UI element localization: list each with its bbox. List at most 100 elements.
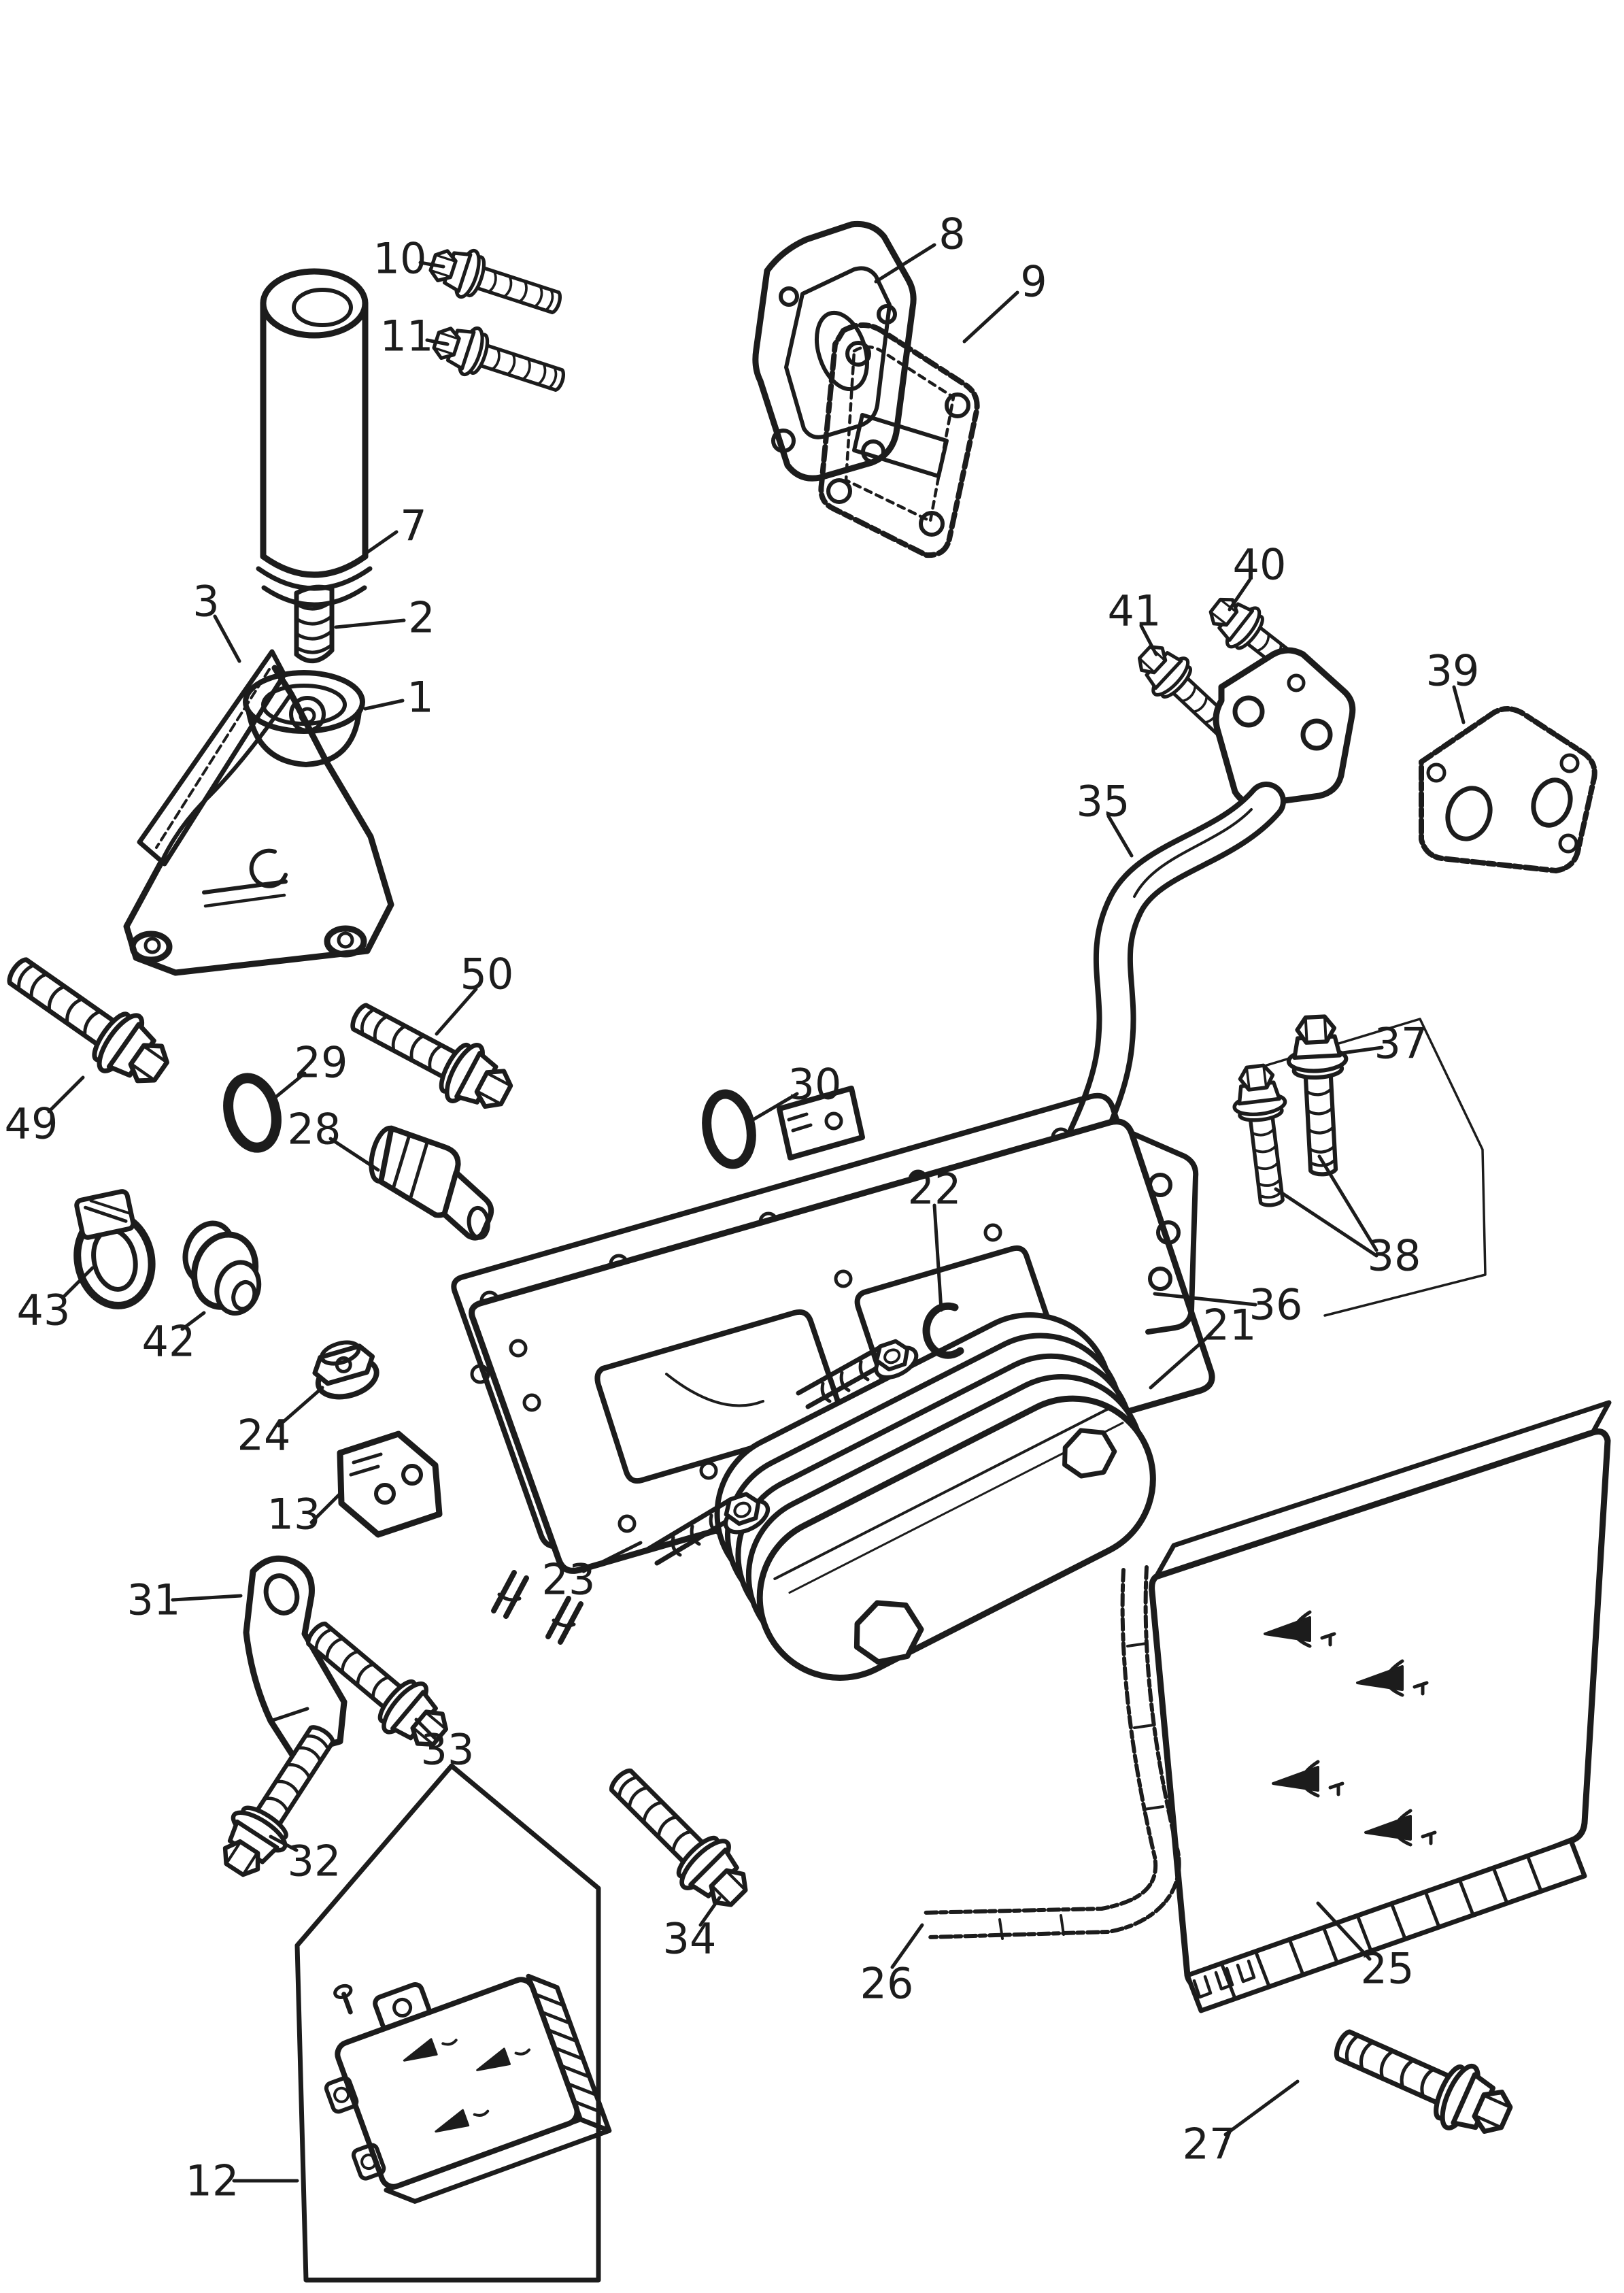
leader-line-22 [932,1203,943,1312]
gasket-hole [919,511,945,537]
callout-number-11: 11 [380,312,434,361]
nut-top [320,1340,361,1366]
leader-line-24 [277,1386,324,1428]
part-43-hose-clamp [73,1189,156,1309]
tab-hole [824,1111,843,1131]
callout-number-50: 50 [460,950,514,999]
callout-number-36: 36 [1249,1280,1303,1330]
callout-number-26: 26 [860,1959,914,2009]
mini-cooler-tab-hole [392,1997,413,2018]
cooler-retainer-clips [1264,1610,1437,1847]
bracket-foot [129,931,173,963]
leader-line-38 [1317,1154,1378,1252]
callout-number-21: 21 [1203,1301,1257,1350]
leader-line-33 [414,1718,437,1741]
pipe-tube-inner [1050,787,1281,1199]
part-28-sensor-switch [369,1125,494,1241]
part-21-upper-stud [796,1333,921,1409]
gasket-hole [1559,753,1580,773]
wing-hole [1148,1173,1172,1197]
leader-line-28 [328,1137,380,1172]
bracket-foot [324,925,367,958]
part-37-bolt [1287,1016,1352,1176]
bushing-bore [231,1279,257,1311]
flange-hole [1300,718,1333,751]
callout-number-8: 8 [938,210,965,259]
leader-line-49 [47,1075,85,1114]
leader-line-8 [874,243,936,284]
callout-number-30: 30 [788,1060,842,1109]
part-50-bolt [341,988,520,1122]
part-11-bolt [429,317,570,404]
thread-line [294,629,334,641]
gasket-hole [1531,777,1573,828]
callout-number-12: 12 [186,2156,239,2206]
part-42-plug-bushing [182,1220,262,1316]
mini-cooler-front [335,1977,580,2190]
core-front-plate [756,1395,1156,1681]
flange-hole [1287,673,1306,692]
callout-number-31: 31 [127,1575,181,1625]
part-26-cooler-gasket [920,1565,1181,1940]
plate-bottom-studs [491,1570,583,1645]
gasket-hole [945,392,970,418]
cooler-front-face [1149,1428,1611,1988]
callout-number-22: 22 [908,1165,962,1214]
gasket-strip [137,649,287,867]
sensor-tip-face [467,1205,490,1240]
phantom-mounting-plate [1261,1018,1487,1317]
front-octagon-hole [853,1600,924,1665]
clamp-screw-slot [89,1199,131,1215]
bracket-tab-fold [269,1707,309,1723]
bracket-tab-hole [263,1573,300,1616]
part-39-pipe-gasket [1419,706,1597,873]
wing-hole [1148,1267,1172,1291]
cooler-fin-lines [1219,1854,1543,2001]
sensor-hex-facet [408,1141,429,1201]
mini-cooler-stud-top [333,1984,353,1999]
mini-cooler-left-tab [351,2143,386,2181]
bracket-fold [160,692,293,863]
part-29-o-ring [223,1073,282,1153]
leader-line-50 [435,987,478,1036]
leader-line-34 [698,1896,722,1927]
front-face-line [773,1407,1110,1581]
callout-number-33: 33 [421,1725,475,1775]
leader-line-30 [749,1092,799,1123]
part-10-bolt [426,239,566,327]
leader-line-42 [180,1311,206,1331]
gasket-outline [818,322,980,558]
end-block-hole [401,1464,423,1486]
cover-bolt-hole [877,304,897,324]
callout-number-29: 29 [294,1038,348,1088]
leader-line-31 [171,1594,243,1602]
cover-bolt-hole [779,286,799,307]
gasket-hole [845,341,871,367]
leader-line-32 [269,1835,299,1852]
part-35-oil-pipe [1045,647,1356,1205]
bracket-c-hole [249,848,288,888]
callout-number-41: 41 [1108,586,1162,636]
leader-line-38 [1274,1187,1378,1258]
leader-line-21 [1149,1331,1214,1390]
leader-line-1 [363,699,405,711]
gasket-hole [1445,786,1493,841]
thread-line [294,614,334,626]
callout-number-27: 27 [1183,2120,1236,2169]
leader-line-9 [962,290,1019,344]
leader-line-27 [1223,2079,1300,2137]
foot-hole [143,937,161,954]
leader-line-25 [1316,1901,1372,1961]
leader-line-23 [581,1541,643,1573]
part-2-threaded-stud [294,584,335,664]
front-octagon-hole [1062,1428,1117,1479]
mini-cooler-left-tab-hole [333,2086,350,2103]
leader-line-35 [1106,814,1134,858]
callout-number-32: 32 [288,1837,341,1886]
part-21-oil-cooler-core [714,1312,1156,1681]
thread-line [294,643,334,654]
leader-line-26 [890,1923,924,1969]
mini-cooler-clips [403,2038,531,2133]
